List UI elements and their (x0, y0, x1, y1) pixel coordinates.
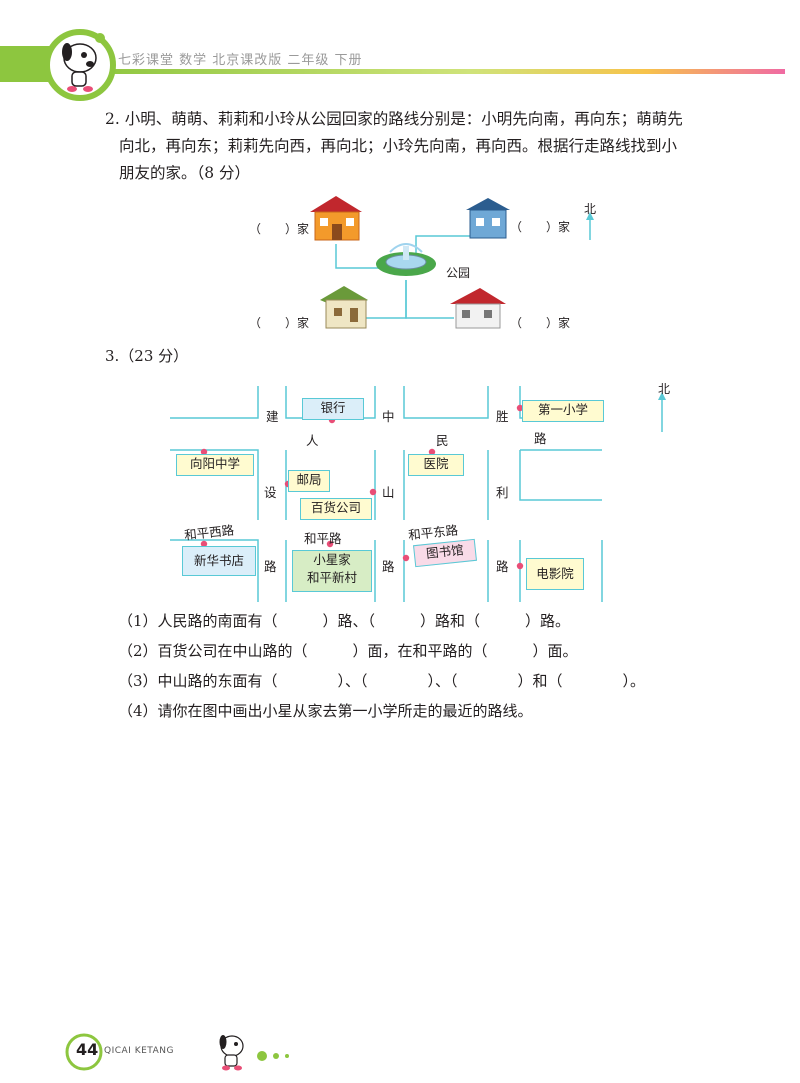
house-green-icon (320, 286, 368, 329)
house-orange-icon (310, 196, 362, 241)
footer-brand: QICAI KETANG (104, 1046, 174, 1056)
q3-map: 银行 第一小学 向阳中学 邮局 医院 百货公司 新华书店 小星家 和平新村 图书… (170, 380, 680, 605)
road-lu-left: 路 (264, 559, 277, 574)
road-li: 利 (496, 485, 509, 500)
road-she: 设 (264, 485, 277, 500)
page-number-badge (65, 1033, 103, 1071)
q3-question-1: （1）人民路的南面有（ ）路、（ ）路和（ ）路。 (118, 612, 571, 630)
q2-home-blank-tr: （ ）家 (510, 220, 571, 234)
xiangyang-building: 向阳中学 (176, 454, 254, 476)
q2-diagram: （ ）家 （ ）家 公园 （ ）家 （ ）家 北 (240, 196, 620, 346)
store-building: 百货公司 (300, 498, 372, 520)
house-red-icon (450, 288, 506, 329)
park-fountain-icon (376, 243, 436, 276)
q2-text: 2. 小明、萌萌、莉莉和小玲从公园回家的路线分别是：小明先向南，再向东；萌萌先 … (105, 106, 745, 187)
road-lu-top: 路 (534, 431, 547, 446)
q2-line3: 朋友的家。（8 分） (119, 164, 251, 182)
q2-north-label: 北 (584, 202, 597, 216)
road-zhong: 中 (382, 409, 395, 424)
road-jian: 建 (266, 409, 279, 424)
bank-building: 银行 (302, 398, 364, 420)
header: 七彩课堂 数学 北京课改版 二年级 下册 (0, 0, 800, 110)
header-bar (0, 29, 785, 101)
q3-question-3: （3）中山路的东面有（ ）、（ ）、（ ）和（ ）。 (118, 672, 646, 690)
road-sheng: 胜 (496, 409, 509, 424)
xinhua-bookstore-building: 新华书店 (182, 546, 256, 576)
q2-line1: 2. 小明、萌萌、莉莉和小玲从公园回家的路线分别是：小明先向南，再向东；萌萌先 (105, 110, 683, 128)
school1-building: 第一小学 (522, 400, 604, 422)
mascot-icon (62, 33, 105, 92)
xiaoxing-home-line2: 和平新村 (306, 570, 357, 585)
footer-dot-3 (285, 1054, 289, 1058)
post-office-building: 邮局 (288, 470, 330, 492)
xiaoxing-home-building: 小星家 和平新村 (292, 550, 372, 592)
road-shan: 山 (382, 485, 395, 500)
q2-line2: 向北，再向东；莉莉先向西，再向北；小玲先向南，再向西。根据行走路线找到小 (119, 137, 678, 155)
footer-mascot-icon (219, 1035, 244, 1071)
q2-route-lines (310, 196, 594, 329)
q2-home-blank-bl: （ ）家 (249, 316, 310, 330)
road-ren: 人 (306, 433, 319, 448)
q2-home-blank-tl: （ ）家 (249, 222, 310, 236)
q3-heading: 3.（23 分） (105, 347, 189, 365)
xiaoxing-home-line1: 小星家 (313, 552, 351, 567)
footer-dot-2 (273, 1053, 279, 1059)
cinema-building: 电影院 (526, 558, 584, 590)
q3-north-arrow-icon (658, 392, 666, 432)
header-title: 七彩课堂 数学 北京课改版 二年级 下册 (118, 53, 363, 68)
q3-north-label: 北 (658, 382, 671, 396)
q3-question-2: （2）百货公司在中山路的（ ）面，在和平路的（ ）面。 (118, 642, 578, 660)
north-arrow-icon (586, 212, 594, 240)
house-blue-icon (466, 198, 510, 239)
road-min: 民 (436, 433, 449, 448)
hospital-building: 医院 (408, 454, 464, 476)
page-number: 44 (76, 1040, 99, 1059)
road-lu-mid: 路 (382, 559, 395, 574)
q2-park-label: 公园 (446, 266, 471, 280)
footer-dot-1 (257, 1051, 267, 1061)
q3-question-4: （4）请你在图中画出小星从家去第一小学所走的最近的路线。 (118, 702, 533, 720)
road-lu-right: 路 (496, 559, 509, 574)
footer-decoration (65, 1033, 289, 1071)
q2-home-blank-br: （ ）家 (510, 316, 571, 330)
road-heping: 和平路 (304, 531, 342, 546)
